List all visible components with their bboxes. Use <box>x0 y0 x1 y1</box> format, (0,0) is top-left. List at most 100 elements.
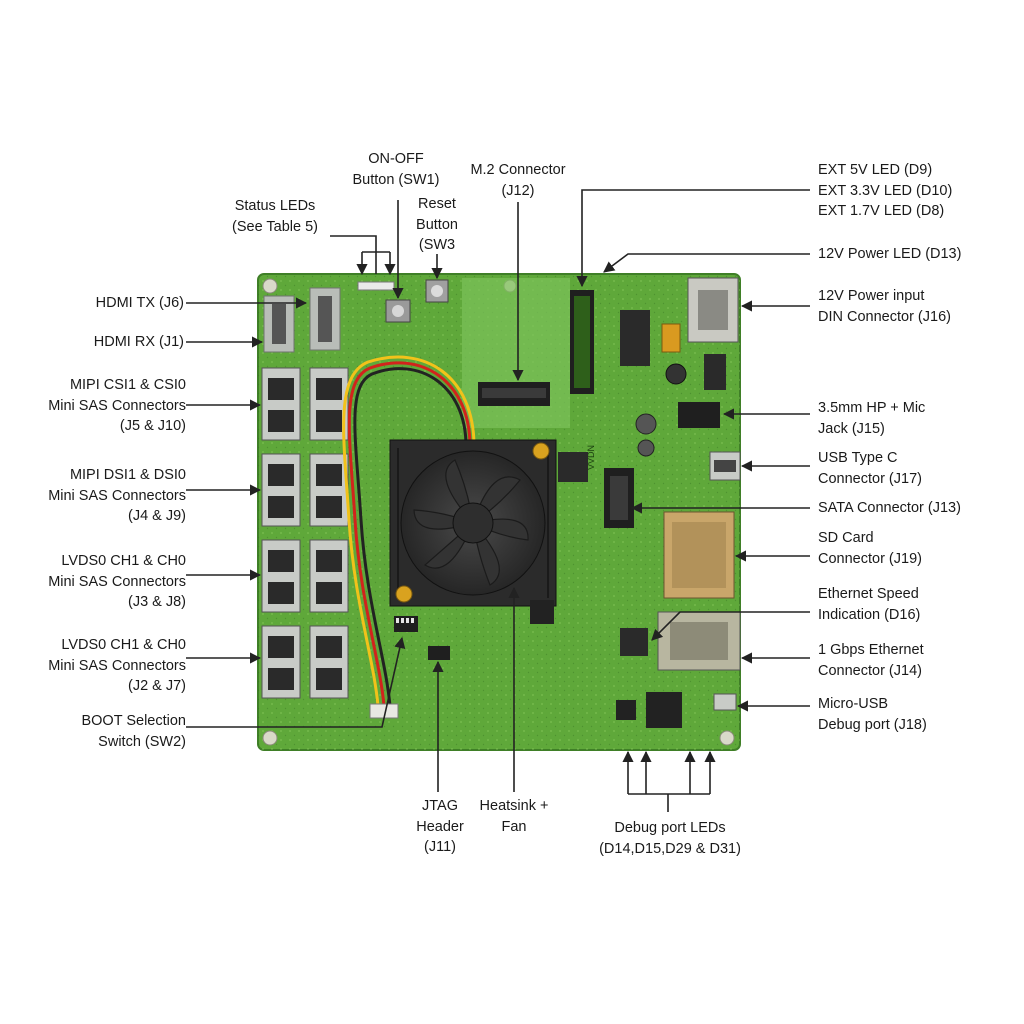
label-heatsink: Heatsink + Fan <box>464 796 564 837</box>
arrow-status-leds <box>330 235 377 274</box>
label-line: Mini SAS Connectors <box>48 397 186 414</box>
heatsink-fan <box>389 439 557 607</box>
label-status-leds: Status LEDs (See Table 5) <box>210 196 340 237</box>
label-lvds-b: LVDS0 CH1 & CH0 Mini SAS Connectors (J2 … <box>10 635 186 697</box>
mini-sas-j9 <box>309 453 349 527</box>
label-line: 12V Power input <box>818 288 925 304</box>
label-line: Ethernet Speed <box>818 586 919 602</box>
ext-led-strip <box>570 290 594 394</box>
label-line: (J4 & J9) <box>127 508 186 524</box>
mini-sas-j2 <box>261 625 301 699</box>
label-line: Debug port (J18) <box>818 716 927 733</box>
label-eth: 1 Gbps Ethernet Connector (J14) <box>818 640 924 681</box>
label-line: (D14,D15,D29 & D31) <box>599 840 741 857</box>
label-line: HDMI RX (J1) <box>93 334 184 350</box>
label-debug-leds: Debug port LEDs (D14,D15,D29 & D31) <box>578 818 762 859</box>
label-line: (SW3 <box>418 237 456 253</box>
fan-wires <box>342 355 476 719</box>
label-line: Header <box>416 818 464 835</box>
label-usbc: USB Type C Connector (J17) <box>818 448 922 489</box>
label-sd: SD Card Connector (J19) <box>818 528 922 569</box>
top-components <box>357 279 449 323</box>
pcb-brand-text: VVDN <box>586 445 596 470</box>
boot-jtag <box>394 616 450 660</box>
label-line: (J2 & J7) <box>127 678 186 694</box>
label-line: EXT 3.3V LED (D10) <box>818 182 953 199</box>
label-line: Connector (J17) <box>818 470 922 487</box>
label-line: Connector (J19) <box>818 550 922 567</box>
arrow-power-led <box>603 253 810 273</box>
leader-lines <box>186 189 810 812</box>
label-mipi-dsi: MIPI DSI1 & DSI0 Mini SAS Connectors (J4… <box>10 465 186 527</box>
label-line: EXT 5V LED (D9) <box>818 162 933 178</box>
label-line: (J3 & J8) <box>127 594 186 610</box>
label-line: Mini SAS Connectors <box>48 573 186 590</box>
arrow-ext-leds <box>576 189 810 288</box>
hdmi-connectors <box>263 287 341 353</box>
label-micro-usb: Micro-USB Debug port (J18) <box>818 694 927 735</box>
label-line: Button <box>416 216 458 233</box>
label-mipi-csi: MIPI CSI1 & CSI0 Mini SAS Connectors (J5… <box>10 375 186 437</box>
label-reset: Reset Button (SW3 <box>404 194 470 256</box>
lower-right-io <box>530 452 741 728</box>
label-line: USB Type C <box>818 450 898 466</box>
label-lvds-a: LVDS0 CH1 & CH0 Mini SAS Connectors (J3 … <box>10 551 186 613</box>
label-hdmi-tx: HDMI TX (J6) <box>20 293 184 314</box>
label-line: Indication (D16) <box>818 606 921 623</box>
label-line: Connector (J14) <box>818 662 922 679</box>
arrow-boot <box>186 636 406 728</box>
label-line: 12V Power LED (D13) <box>818 246 962 262</box>
label-line: JTAG <box>422 798 458 814</box>
label-hdmi-rx: HDMI RX (J1) <box>20 332 184 353</box>
label-line: EXT 1.7V LED (D8) <box>818 203 945 219</box>
mini-sas-j7 <box>309 625 349 699</box>
label-line: Fan <box>501 818 527 835</box>
label-line: (J11) <box>424 839 456 855</box>
label-line: 1 Gbps Ethernet <box>818 642 924 658</box>
label-line: MIPI DSI1 & DSI0 <box>69 467 186 483</box>
label-line: HDMI TX (J6) <box>95 295 184 311</box>
label-line: Debug port LEDs <box>614 820 726 836</box>
label-line: LVDS0 CH1 & CH0 <box>61 553 186 569</box>
arrow-eth-speed <box>651 611 810 641</box>
label-ext-leds: EXT 5V LED (D9) EXT 3.3V LED (D10) EXT 1… <box>818 160 952 222</box>
mini-sas-j10 <box>309 367 349 441</box>
right-io: VVDN <box>586 402 741 528</box>
label-line: Status LEDs <box>234 198 316 214</box>
label-line: SD Card <box>818 530 874 546</box>
label-line: Mini SAS Connectors <box>48 487 186 504</box>
label-line: ON-OFF <box>368 151 424 167</box>
label-line: SATA Connector (J13) <box>818 500 961 516</box>
label-line: Button (SW1) <box>352 171 440 188</box>
label-line: DIN Connector (J16) <box>818 308 951 325</box>
label-m2: M.2 Connector (J12) <box>458 160 578 201</box>
mini-sas-j4 <box>261 453 301 527</box>
label-jtag: JTAG Header (J11) <box>400 796 480 858</box>
label-line: MIPI CSI1 & CSI0 <box>69 377 186 393</box>
label-line: Mini SAS Connectors <box>48 657 186 674</box>
label-boot: BOOT Selection Switch (SW2) <box>10 711 186 752</box>
label-line: M.2 Connector <box>470 162 566 178</box>
label-line: Reset <box>418 196 456 212</box>
mini-sas-j5 <box>261 367 301 441</box>
label-line: (J5 & J10) <box>119 418 186 434</box>
mini-sas-connectors <box>261 367 349 699</box>
label-power-led: 12V Power LED (D13) <box>818 244 961 265</box>
label-line: (J12) <box>501 182 535 199</box>
power-section <box>620 277 739 390</box>
mini-sas-j8 <box>309 539 349 613</box>
label-line: Jack (J15) <box>818 420 885 437</box>
label-audio: 3.5mm HP + Mic Jack (J15) <box>818 398 925 439</box>
m2-connector <box>462 278 570 428</box>
label-line: LVDS0 CH1 & CH0 <box>61 637 186 653</box>
mini-sas-j3 <box>261 539 301 613</box>
label-on-off: ON-OFF Button (SW1) <box>340 149 452 190</box>
label-line: (See Table 5) <box>232 218 318 235</box>
label-line: BOOT Selection <box>81 713 186 729</box>
label-power-input: 12V Power input DIN Connector (J16) <box>818 286 951 327</box>
label-line: Heatsink + <box>479 798 549 814</box>
label-eth-speed: Ethernet Speed Indication (D16) <box>818 584 920 625</box>
label-line: Switch (SW2) <box>98 733 186 750</box>
label-sata: SATA Connector (J13) <box>818 498 961 519</box>
